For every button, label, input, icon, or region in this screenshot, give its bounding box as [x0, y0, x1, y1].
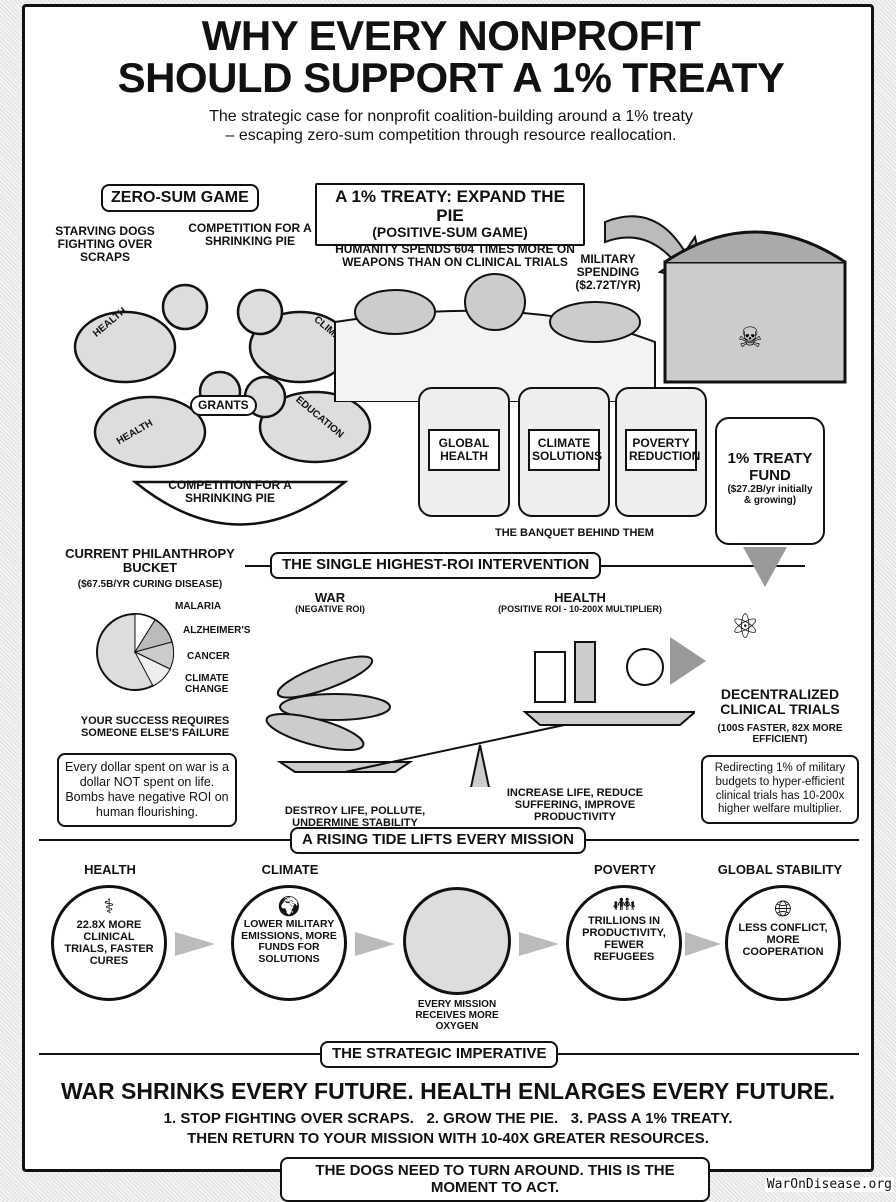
- philanthropy-pie-chart: [96, 613, 175, 691]
- mission-climate: 🌍︎LOWER MILITARY EMISSIONS, MORE FUNDS F…: [231, 885, 347, 1001]
- bucket-value: ($67.5B/yr CURING DISEASE): [77, 579, 223, 590]
- slice-label: CLIMATE CHANGE: [185, 673, 229, 695]
- jar-global-health: GLOBAL HEALTH: [418, 387, 510, 517]
- stethoscope-icon: ⚕: [103, 896, 115, 918]
- dct-title: DECENTRALIZED CLINICAL TRIALS: [720, 686, 840, 718]
- imperative-heading: THE STRATEGIC IMPERATIVE: [320, 1041, 559, 1068]
- treaty-fund-jar: 1% TREATY FUND ($27.2B/yr initially & gr…: [715, 417, 825, 545]
- health-effect: INCREASE LIFE, REDUCE SUFFERING, IMPROVE…: [506, 787, 644, 824]
- war-effect: DESTROY LIFE, POLLUTE, UNDERMINE STABILI…: [284, 805, 426, 830]
- slice-label: ALZHEIMER'S: [183, 625, 251, 636]
- bowl-label: COMPETITION FOR A SHRINKING PIE: [168, 478, 292, 506]
- mission-title: HEALTH: [84, 862, 136, 877]
- treaty-banner: A 1% TREATY: EXPAND THE PIE(POSITIVE-SUM…: [315, 183, 585, 246]
- banquet-label: THE BANQUET BEHIND THEM: [495, 527, 654, 539]
- imperative-then: THEN RETURN TO YOUR MISSION WITH 10-40x …: [187, 1130, 709, 1147]
- mission-title: CLIMATE: [261, 862, 319, 877]
- right-arrow-icon: [355, 932, 395, 956]
- bucket-caption: YOUR SUCCESS REQUIRES SOMEONE ELSE'S FAI…: [80, 715, 230, 740]
- jar-poverty-reduction: POVERTY REDUCTION: [615, 387, 707, 517]
- globe-icon: 🌍︎: [276, 896, 302, 918]
- war-callout: Every dollar spent on war is a dollar NO…: [57, 753, 237, 827]
- subtitle: The strategic case for nonprofit coaliti…: [209, 108, 693, 145]
- fund-title: 1% TREATY FUND: [727, 450, 813, 484]
- family-icon: 👪︎: [612, 894, 636, 914]
- globe-grid-icon: 🌐︎: [774, 896, 792, 921]
- mission-poverty: 👪︎TRILLIONS IN PRODUCTIVITY, FEWER REFUG…: [566, 885, 682, 1001]
- bucket-title: CURRENT PHILANTHROPY BUCKET: [65, 546, 235, 576]
- right-arrow-icon: [519, 932, 559, 956]
- tide-center-label: EVERY MISSION RECEIVES MORE OXYGEN: [415, 999, 499, 1032]
- mission-global-stability: 🌐︎LESS CONFLICT, MORE COOPERATION: [725, 885, 841, 1001]
- jar-label: CLIMATE SOLUTIONS: [528, 429, 602, 472]
- roi-heading: THE SINGLE HIGHEST-ROI INTERVENTION: [270, 552, 602, 579]
- watermark: WarOnDisease.org: [764, 1177, 894, 1192]
- dct-callout: Redirecting 1% of military budgets to hy…: [701, 755, 859, 825]
- dogs-label: STARVING DOGS FIGHTING OVER SCRAPS: [55, 224, 155, 265]
- spend-note: HUMANITY SPENDS 604 TIMES MORE ON WEAPON…: [335, 242, 575, 270]
- imperative-headline: WAR SHRINKS EVERY FUTURE. HEALTH ENLARGE…: [61, 1078, 835, 1104]
- dct-subtitle: (100s FASTER, 82x MORE EFFICIENT): [717, 723, 843, 745]
- scale-illustration: [265, 641, 695, 787]
- health-title: HEALTH(POSITIVE ROI - 10-200x MULTIPLIER…: [498, 590, 662, 615]
- banquet-illustration: ☠: [334, 215, 847, 402]
- slice-label: MALARIA: [175, 601, 222, 612]
- imperative-steps: 1. STOP FIGHTING OVER SCRAPS. 2. GROW TH…: [163, 1110, 733, 1127]
- competition-label: COMPETITION FOR A SHRINKING PIE: [188, 221, 312, 249]
- right-arrow-icon: [670, 637, 706, 685]
- slice-label: CANCER: [187, 651, 230, 662]
- war-title: WAR(NEGATIVE ROI): [295, 590, 365, 615]
- zero-sum-heading: ZERO-SUM GAME: [101, 184, 259, 212]
- svg-text:☠: ☠: [737, 322, 762, 353]
- down-arrow-icon: [743, 547, 787, 587]
- mission-title: GLOBAL STABILITY: [717, 862, 843, 877]
- mission-title: POVERTY: [593, 862, 657, 877]
- clinical-trials-icon: ⚛: [730, 608, 761, 646]
- tide-heading: A RISING TIDE LIFTS EVERY MISSION: [290, 827, 586, 854]
- jar-climate-solutions: CLIMATE SOLUTIONS: [518, 387, 610, 517]
- right-arrow-icon: [175, 932, 215, 956]
- military-spending-label: MILITARY SPENDING($2.72T/yr): [575, 252, 641, 293]
- mission-health: ⚕22.8x MORE CLINICAL TRIALS, FASTER CURE…: [51, 885, 167, 1001]
- jar-label: GLOBAL HEALTH: [428, 429, 500, 472]
- grants-label: GRANTS: [190, 395, 257, 417]
- earth-globe-icon: [403, 887, 511, 995]
- fund-value: ($27.2B/yr initially & growing): [727, 484, 813, 506]
- cta-banner: THE DOGS NEED TO TURN AROUND. THIS IS TH…: [280, 1157, 710, 1202]
- right-arrow-icon: [685, 932, 721, 956]
- jar-label: POVERTY REDUCTION: [625, 429, 700, 472]
